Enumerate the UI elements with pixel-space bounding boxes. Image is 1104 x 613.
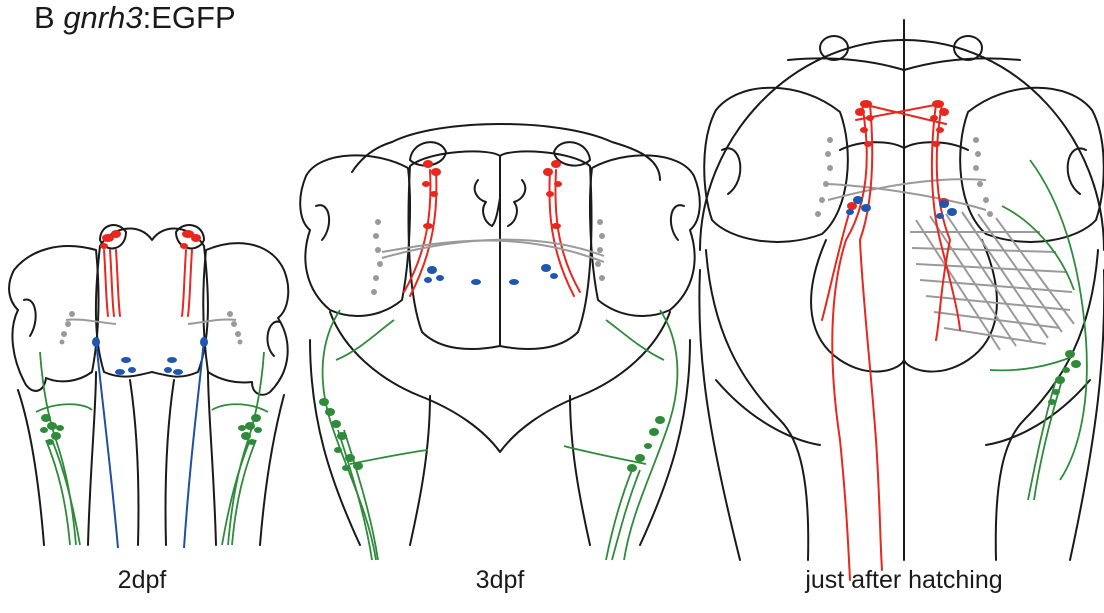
- hindbrain-outline: [18, 390, 44, 545]
- panel-label-2dpf: 2dpf: [118, 566, 167, 595]
- left-lobe: [9, 246, 99, 391]
- panel-hatching-drawing: [699, 20, 1104, 580]
- figure-title: B gnrh3:EGFP: [34, 0, 236, 36]
- panel-2dpf-drawing: [9, 225, 288, 548]
- panel-3dpf-drawing: [300, 124, 700, 560]
- gene-name: gnrh3: [63, 0, 142, 35]
- reporter-name: :EGFP: [143, 0, 236, 35]
- right-lobe: [203, 243, 288, 395]
- right-eye-notch: [267, 322, 280, 356]
- left-eye: [300, 155, 410, 316]
- panel-letter: B: [34, 0, 55, 35]
- panel-label-3dpf: 3dpf: [476, 566, 525, 595]
- head-outline: [700, 40, 1104, 250]
- panel-label-hatching: just after hatching: [805, 566, 1002, 595]
- right-eye: [590, 155, 700, 316]
- left-eye: [704, 88, 848, 242]
- left-eye-notch: [24, 300, 36, 336]
